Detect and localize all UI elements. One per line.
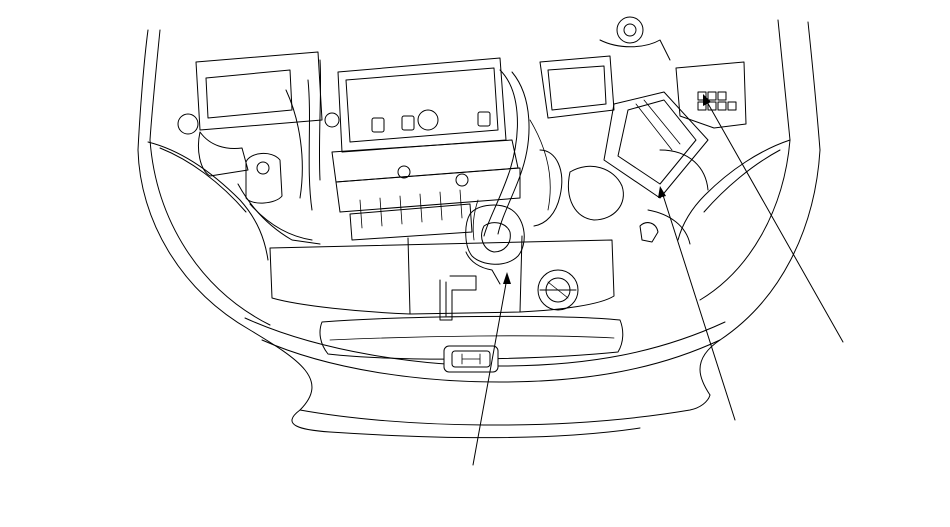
leader-arrowhead-3 — [703, 94, 711, 106]
left-side-components — [177, 51, 323, 245]
wiring-harness — [465, 69, 551, 285]
leader-arrowhead-2 — [658, 186, 666, 198]
oil-filler-cap — [417, 109, 439, 131]
right-side-components — [533, 16, 747, 245]
leader-battery-area — [661, 191, 736, 421]
coolant-reservoir — [245, 153, 283, 204]
fuse-box — [675, 61, 747, 129]
plug-cap-2 — [401, 115, 415, 131]
leader-grille-area — [472, 277, 508, 466]
plug-cap-1 — [371, 117, 385, 133]
leader-fuse-box-area — [705, 99, 844, 343]
air-box — [539, 55, 615, 119]
radiator-cap — [537, 269, 579, 311]
plug-cap-3 — [477, 111, 491, 127]
vehicle-body-outline — [137, 19, 821, 439]
engine-valve-cover — [307, 57, 521, 241]
callout-leaders — [472, 94, 844, 466]
brake-fluid-reservoir — [616, 16, 644, 44]
battery — [603, 91, 709, 199]
radiator-cover-panel — [269, 235, 615, 321]
leader-arrowhead-1 — [503, 272, 511, 284]
front-grille — [319, 315, 624, 373]
